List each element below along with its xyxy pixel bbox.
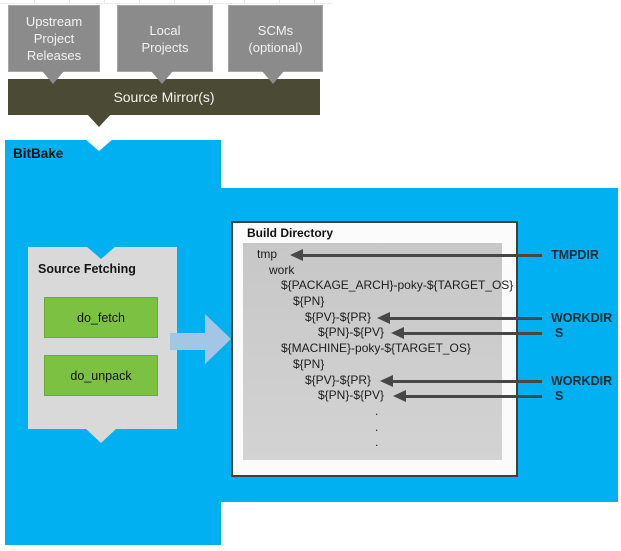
do-fetch-task-box: do_fetch [44,297,158,338]
workdir-label-2: WORKDIR [551,374,613,388]
source-fetching-title: Source Fetching [38,262,136,276]
tree-item-tmp: tmp [257,247,278,261]
build-directory-title: Build Directory [247,226,334,240]
tree-item-machine: ${MACHINE}-poky-${TARGET_OS} [281,341,471,356]
tree-item-pn: ${PN} [293,294,325,309]
s-arrow-icon [391,327,404,339]
workdir-arrow-line-2 [393,379,542,383]
upstream-tail-arrow [42,71,64,84]
local-tail-arrow [151,71,173,84]
top-gridlines [0,0,332,4]
s-label: S [555,326,564,340]
upstream-releases-box: Upstream Project Releases [8,5,100,72]
bitbake-label: BitBake [13,146,64,161]
do-fetch-label: do_fetch [77,310,125,325]
source-fetching-top-notch [86,246,116,259]
tree-item-pn-2: ${PN} [293,356,325,371]
tree-item-pn-pv-2: ${PN}-${PV} [318,388,385,403]
workdir-arrow-line [390,316,542,320]
local-projects-label: Local Projects [141,22,189,55]
s-label-2: S [555,389,564,403]
flow-arrow-shaft [170,333,206,350]
scms-tail-arrow [262,71,284,84]
tree-ellipsis-dot: . [375,435,379,450]
tree-ellipsis-dot: . [375,403,379,418]
mirror-tail-arrow [87,114,111,127]
source-mirror-bar: Source Mirror(s) [8,79,320,115]
tmpdir-arrow-line [303,253,542,257]
tree-item-pv-pr: ${PV}-${PR} [305,309,372,324]
workdir-arrow-icon [377,312,390,324]
tree-item-pv-pr-2: ${PV}-${PR} [305,372,372,387]
workdir-arrow-icon-2 [380,375,393,387]
local-projects-box: Local Projects [117,5,213,72]
s-arrow-line [404,331,542,335]
source-fetching-tail-arrow [86,429,116,443]
workdir-label: WORKDIR [551,311,613,325]
do-unpack-label: do_unpack [70,368,132,383]
scms-label: SCMs (optional) [248,22,303,55]
directory-tree: tmp work ${PACKAGE_ARCH}-poky-${TARGET_O… [243,247,514,451]
scms-box: SCMs (optional) [228,5,323,72]
tree-item-package-arch: ${PACKAGE_ARCH}-poky-${TARGET_OS} [281,278,514,293]
tmpdir-label: TMPDIR [551,248,599,262]
tree-item-pn-pv: ${PN}-${PV} [318,325,385,340]
s-arrow-icon-2 [393,390,406,402]
source-fetching-box [28,247,177,429]
tree-ellipsis-dot: . [375,419,379,434]
do-unpack-task-box: do_unpack [44,355,158,396]
upstream-releases-label: Upstream Project Releases [25,14,83,63]
bitbake-top-notch [85,139,113,151]
flow-arrow-head-icon [205,314,231,364]
s-arrow-line-2 [406,394,542,398]
build-directory-inner-panel [243,243,502,460]
tree-item-work: work [269,262,295,277]
source-mirror-label: Source Mirror(s) [113,89,215,105]
tmpdir-arrow-icon [290,249,303,261]
